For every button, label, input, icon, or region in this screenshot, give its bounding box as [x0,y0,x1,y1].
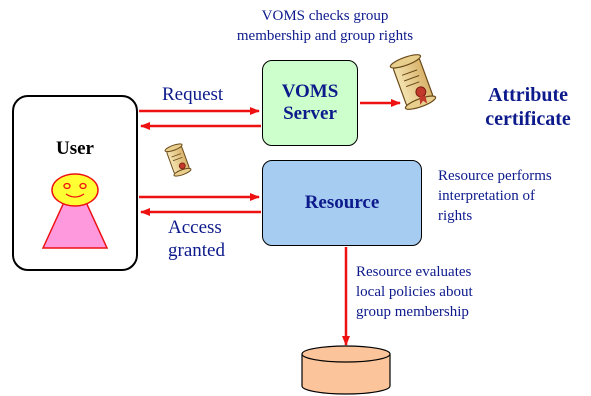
top-note: VOMS checks group membership and group r… [205,6,445,46]
top-note-line-1: VOMS checks group [261,8,389,24]
access-granted-label: Access granted [168,216,225,262]
resource-label: Resource [304,192,380,213]
resource-interprets-note: Resource performs interpretation of righ… [438,166,552,226]
top-note-line-2: membership and group rights [236,28,414,44]
resource-box: Resource [262,160,422,246]
voms-server-line-1: VOMS [281,81,339,102]
voms-server-box: VOMS Server [262,60,358,146]
resource-evaluates-note: Resource evaluates local policies about … [356,262,473,322]
database-icon [301,345,391,395]
access-granted-line-2: granted [168,240,225,261]
resource-evaluates-line-1: Resource evaluates [356,264,472,280]
resource-interprets-line-1: Resource performs [438,168,552,184]
small-certificate-scroll-icon [164,143,192,177]
request-label: Request [162,84,224,105]
certificate-scroll-icon [389,54,437,110]
access-granted-line-1: Access [168,217,222,238]
resource-evaluates-line-2: local policies about [356,284,473,300]
attribute-certificate-line-1: Attribute [488,84,568,106]
voms-server-line-2: Server [283,103,337,124]
resource-interprets-line-3: rights [438,208,473,224]
resource-interprets-line-2: interpretation of [438,188,536,204]
user-label: User [56,138,94,159]
user-avatar [41,173,109,249]
resource-evaluates-line-3: group membership [356,304,469,320]
attribute-certificate-line-2: certificate [485,108,571,130]
attribute-certificate-label: Attribute certificate [470,83,586,131]
